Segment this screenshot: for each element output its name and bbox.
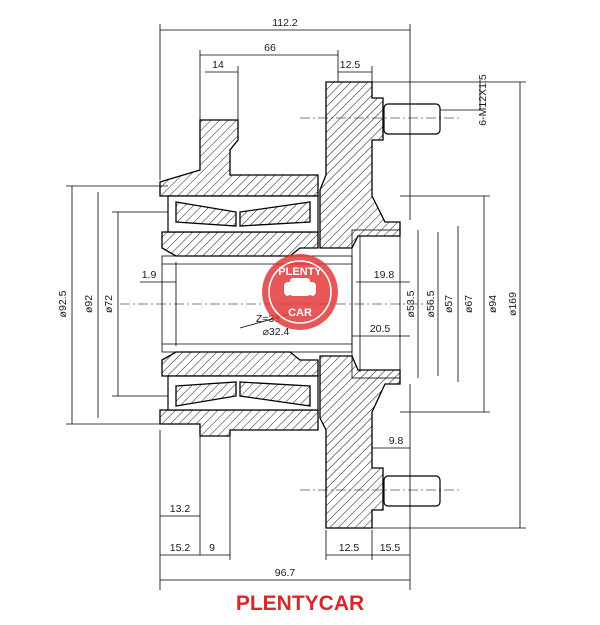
dim-15-2: 15.2 (170, 542, 191, 554)
dim-snap-ring: 1.9 (142, 269, 157, 281)
dim-66: 66 (264, 42, 276, 54)
dim-92: ø92 (83, 295, 95, 313)
upper-flange (319, 81, 401, 249)
brand-title: PLENTYCAR (235, 592, 365, 615)
roller-upper-hatch-2 (239, 201, 311, 227)
dim-stud-head: 12.5 (340, 59, 361, 71)
dim-bolt-spec: 6-M12X1.5 (477, 74, 489, 126)
dim-15-5: 15.5 (380, 542, 401, 554)
dim-9: 9 (209, 542, 215, 554)
dim-pilot-depth: 19.8 (374, 269, 395, 281)
lower-flange (319, 355, 401, 529)
dim-169: ø169 (507, 292, 519, 316)
lower-stud (383, 475, 441, 507)
dim-flange-thk: 9.8 (389, 435, 404, 447)
hub-section (120, 81, 460, 529)
dim-57: ø57 (443, 295, 455, 313)
dim-pilot-depth-2: 20.5 (370, 323, 391, 335)
inner-race-upper (161, 231, 319, 257)
outer-ring-upper (159, 119, 319, 197)
dim-56-5: ø56.5 (425, 290, 437, 317)
watermark-logo: PLENTY CAR (262, 254, 338, 330)
dim-spline-dia: ⌀32.4 (263, 326, 290, 338)
inner-race-lower (161, 351, 319, 377)
dim-13-2: 13.2 (170, 503, 191, 515)
dimension-lines (66, 24, 526, 590)
watermark-line2: CAR (288, 307, 312, 319)
roller-lower-hatch (175, 381, 237, 407)
roller-lower-hatch-2 (239, 381, 311, 407)
dim-stud-base: 12.5 (339, 542, 360, 554)
dim-overall-width: 112.2 (272, 17, 298, 29)
watermark-line1: PLENTY (278, 266, 322, 278)
dim-53-5: ø53.5 (405, 290, 417, 317)
outer-ring-lower (159, 409, 319, 437)
roller-upper-hatch (175, 201, 237, 227)
dim-92-5: ø92.5 (57, 290, 69, 317)
upper-stud (383, 103, 441, 135)
dim-67: ø67 (463, 295, 475, 313)
dim-96-7: 96.7 (275, 567, 296, 579)
dim-72: ø72 (103, 295, 115, 313)
dim-94: ø94 (487, 295, 499, 313)
dim-14: 14 (212, 59, 224, 71)
